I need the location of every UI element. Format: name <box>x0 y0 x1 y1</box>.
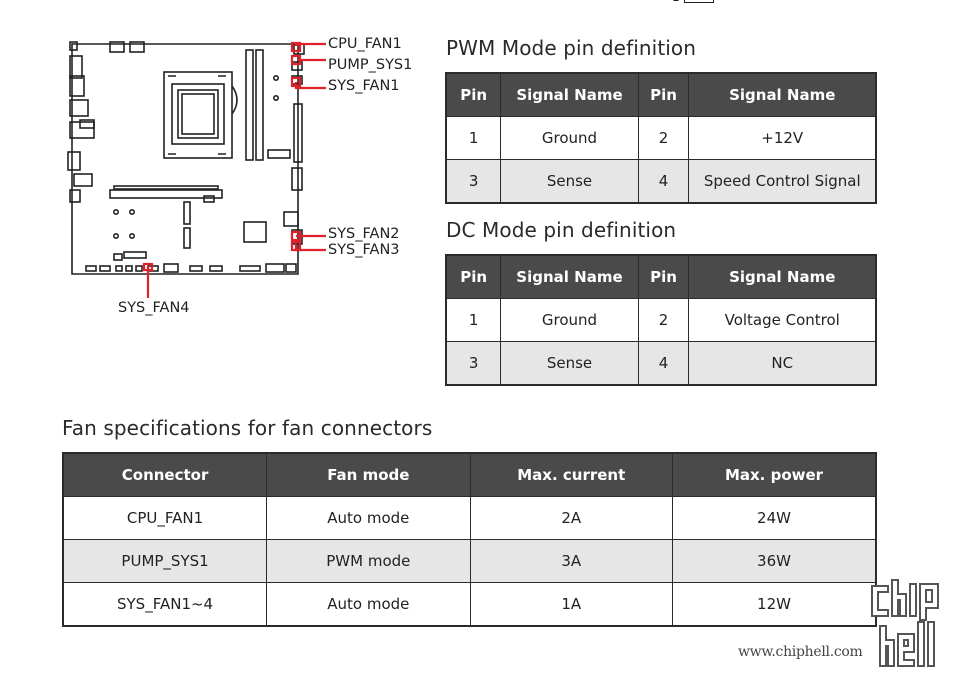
table-header-row: Pin Signal Name Pin Signal Name <box>445 254 877 299</box>
table-cell: 24W <box>672 496 877 540</box>
table-cell: +12V <box>688 116 877 160</box>
table-cell: Sense <box>500 159 639 204</box>
table-row: 1 Ground 2 Voltage Control <box>445 298 877 342</box>
label-sys-fan2: SYS_FAN2 <box>328 226 400 242</box>
header-cell: Signal Name <box>500 72 639 117</box>
table-cell: Auto mode <box>266 496 471 540</box>
header-cell: Max. power <box>672 452 877 497</box>
table-header-row: Pin Signal Name Pin Signal Name <box>445 72 877 117</box>
table-cell: Ground <box>500 298 639 342</box>
top-connector-glyph: 1 <box>672 0 718 8</box>
header-cell: Signal Name <box>688 254 877 299</box>
table-cell: 2 <box>637 116 690 160</box>
dc-title: DC Mode pin definition <box>446 218 677 242</box>
table-row: 3 Sense 4 Speed Control Signal <box>445 159 877 204</box>
table-cell: PUMP_SYS1 <box>62 539 268 583</box>
header-cell: Connector <box>62 452 268 497</box>
table-row: 3 Sense 4 NC <box>445 341 877 386</box>
header-cell: Signal Name <box>688 72 877 117</box>
table-cell: PWM mode <box>266 539 471 583</box>
table-cell: Ground <box>500 116 639 160</box>
header-cell: Pin <box>445 254 502 299</box>
table-cell: Speed Control Signal <box>688 159 877 204</box>
connector-leaders <box>142 41 326 298</box>
dc-pin-table: Pin Signal Name Pin Signal Name 1 Ground… <box>445 254 877 386</box>
table-cell: 2A <box>469 496 674 540</box>
pwm-title: PWM Mode pin definition <box>446 36 697 60</box>
table-cell: 1A <box>469 582 674 627</box>
specs-title: Fan specifications for fan connectors <box>62 416 433 440</box>
top-pin-number: 1 <box>672 0 680 4</box>
table-cell: Auto mode <box>266 582 471 627</box>
chiphell-logo <box>871 579 939 667</box>
table-header-row: Connector Fan mode Max. current Max. pow… <box>62 452 877 497</box>
table-row: SYS_FAN1~4 Auto mode 1A 12W <box>62 582 877 627</box>
table-cell: SYS_FAN1~4 <box>62 582 268 627</box>
table-cell: 1 <box>445 298 502 342</box>
table-cell: 36W <box>672 539 877 583</box>
table-cell: 4 <box>637 341 690 386</box>
table-cell: 3 <box>445 159 502 204</box>
label-cpu-fan1: CPU_FAN1 <box>328 36 402 52</box>
header-cell: Pin <box>637 72 690 117</box>
header-cell: Max. current <box>469 452 674 497</box>
label-sys-fan4: SYS_FAN4 <box>118 300 190 316</box>
table-cell: 3 <box>445 341 502 386</box>
pwm-pin-table: Pin Signal Name Pin Signal Name 1 Ground… <box>445 72 877 204</box>
table-cell: CPU_FAN1 <box>62 496 268 540</box>
table-cell: Sense <box>500 341 639 386</box>
watermark-url: www.chiphell.com <box>738 644 863 660</box>
label-pump-sys1: PUMP_SYS1 <box>328 57 413 73</box>
table-cell: 1 <box>445 116 502 160</box>
fan-spec-table: Connector Fan mode Max. current Max. pow… <box>62 452 877 627</box>
table-row: PUMP_SYS1 PWM mode 3A 36W <box>62 539 877 583</box>
label-sys-fan1: SYS_FAN1 <box>328 78 400 94</box>
label-sys-fan3: SYS_FAN3 <box>328 242 400 258</box>
table-cell: 12W <box>672 582 877 627</box>
table-cell: NC <box>688 341 877 386</box>
table-row: 1 Ground 2 +12V <box>445 116 877 160</box>
table-row: CPU_FAN1 Auto mode 2A 24W <box>62 496 877 540</box>
table-cell: 4 <box>637 159 690 204</box>
header-cell: Pin <box>445 72 502 117</box>
table-cell: Voltage Control <box>688 298 877 342</box>
header-cell: Pin <box>637 254 690 299</box>
header-cell: Signal Name <box>500 254 639 299</box>
table-cell: 2 <box>637 298 690 342</box>
motherboard-diagram <box>67 41 326 298</box>
table-cell: 3A <box>469 539 674 583</box>
header-cell: Fan mode <box>266 452 471 497</box>
top-connector-outline <box>684 0 714 3</box>
